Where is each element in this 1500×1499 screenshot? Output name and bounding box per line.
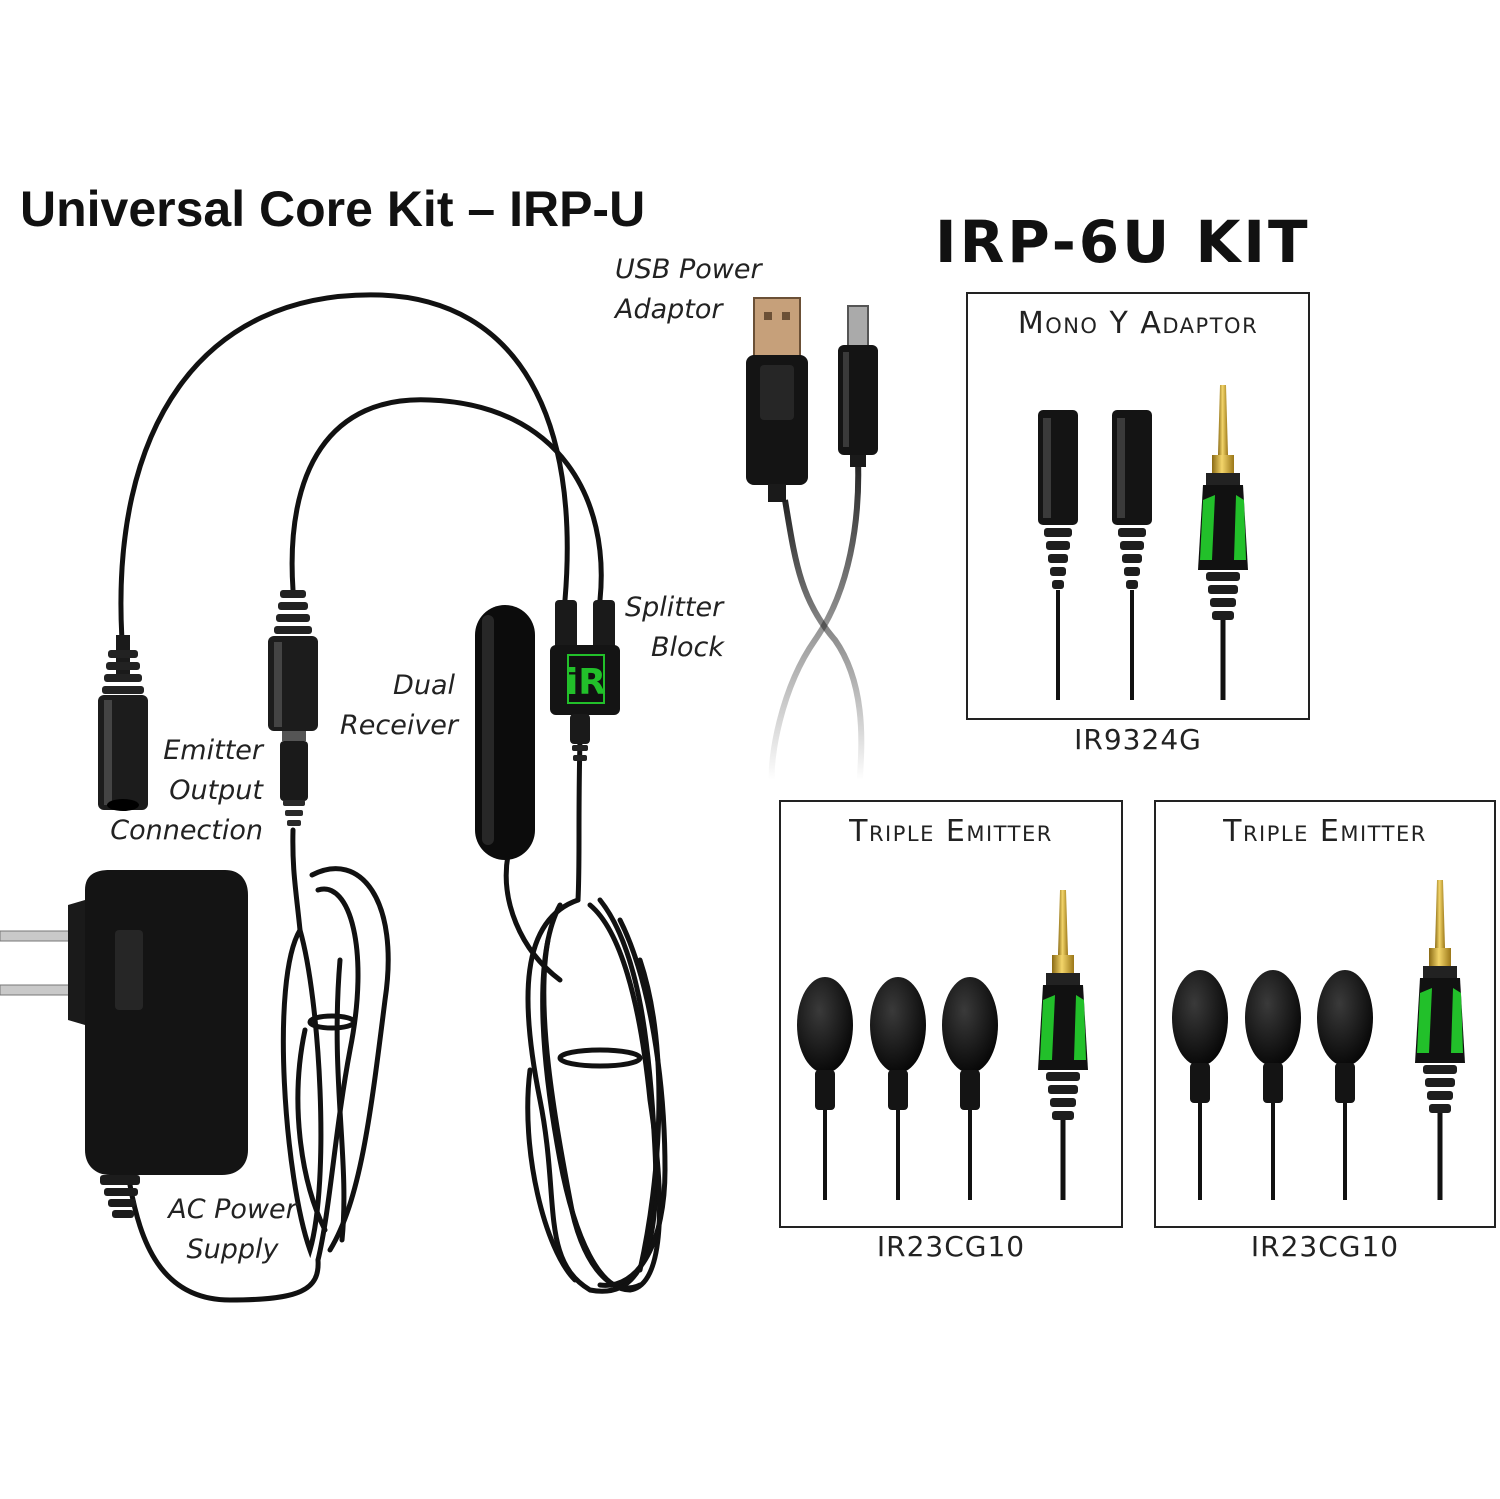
usb-power-adaptor-label: USB Power Adaptor xyxy=(615,254,762,325)
kit-6u-title: IRP-6U KIT xyxy=(935,208,1311,276)
splitter-block: iR xyxy=(550,600,620,761)
part-number: IR23CG10 xyxy=(876,1230,1026,1263)
ac-power-supply xyxy=(0,870,248,1218)
splitter-logo: iR xyxy=(566,662,606,703)
emitter-output-jack xyxy=(98,635,148,811)
box-title: Mono Y Adaptor xyxy=(1017,306,1259,341)
part-number: IR23CG10 xyxy=(1250,1230,1400,1263)
core-kit-title: Universal Core Kit – IRP-U xyxy=(20,181,646,237)
part-number: IR9324G xyxy=(1074,723,1202,756)
triple-emitter-box: Triple Emitter xyxy=(779,800,1123,1228)
ac-power-supply-label: AC Power Supply xyxy=(168,1194,297,1265)
dual-receiver xyxy=(475,605,535,860)
usb-power-adaptor xyxy=(746,297,878,781)
core-kit-cables xyxy=(118,292,668,1303)
mono-y-adaptor-box: Mono Y Adaptor xyxy=(966,292,1310,720)
splitter-block-label: Splitter Block xyxy=(625,592,725,663)
dual-receiver-label: Dual Receiver xyxy=(340,670,459,741)
receiver-jack xyxy=(268,590,318,826)
triple-emitter-box: Triple Emitter xyxy=(1154,800,1496,1228)
box-title: Triple Emitter xyxy=(1223,814,1427,849)
box-title: Triple Emitter xyxy=(849,814,1053,849)
emitter-output-label: Emitter Output Connection xyxy=(110,735,263,846)
